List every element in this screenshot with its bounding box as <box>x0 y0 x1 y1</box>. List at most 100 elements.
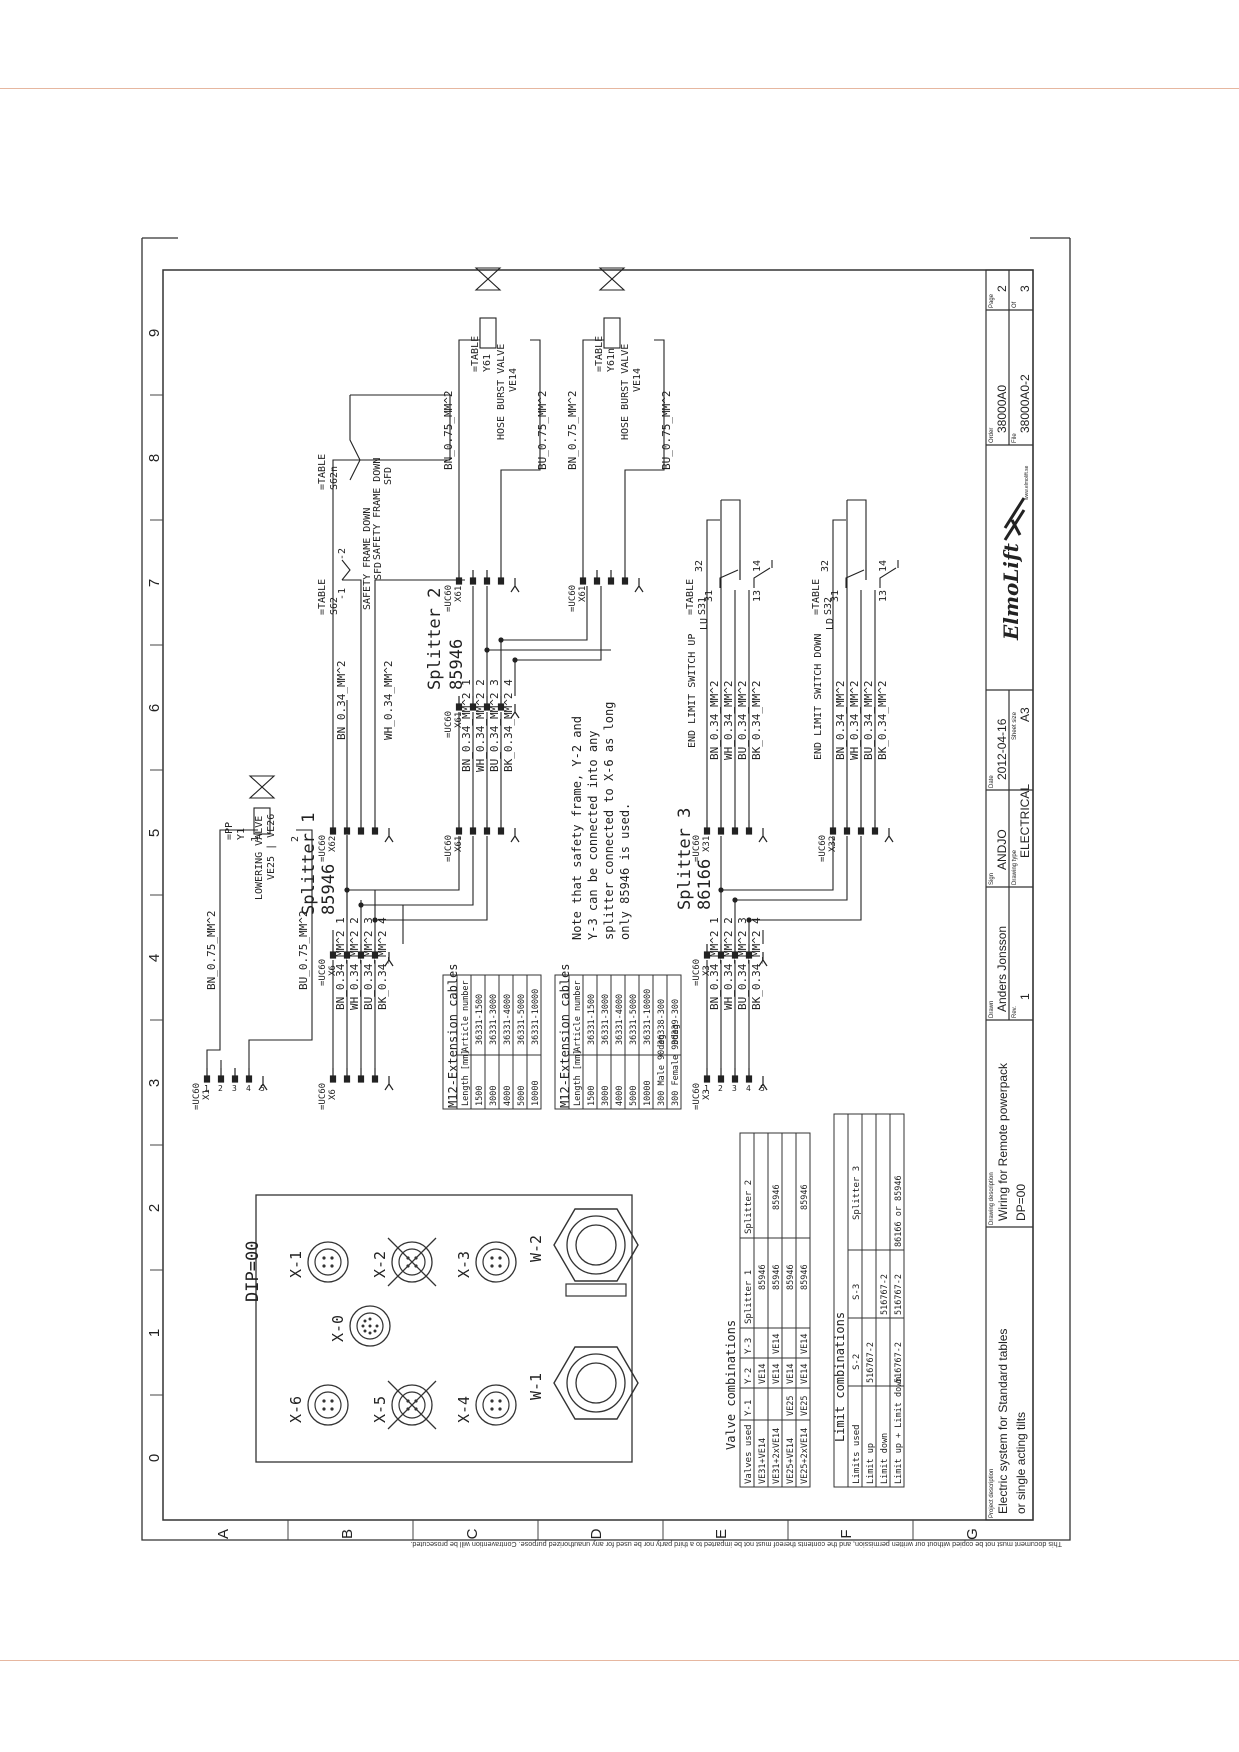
vt-r2c0: VE25+VE14 <box>786 1438 796 1484</box>
panel-title: DIP=00 <box>243 1241 263 1302</box>
wire-s31-wh: WH_0.34_MM^2 <box>722 681 735 760</box>
tag-x61c-id: =UC60 <box>444 585 454 612</box>
note-line-2: Y-3 can be connected into any <box>586 730 600 940</box>
ext1-title: M12-Extension cables <box>446 964 460 1109</box>
vt-r1c0: VE31+2xVE14 <box>772 1428 782 1484</box>
wire-bn075-y61: BN_0.75_MM^2 <box>442 391 455 470</box>
tag-x61d-id: =UC60 <box>568 585 578 612</box>
s62n-ref: S62n <box>329 466 340 490</box>
wire-s32-bn: BN_0.34_MM^2 <box>834 681 847 760</box>
wire-s31-bu: BU_0.34_MM^2 <box>736 681 749 760</box>
wire-wh034-s62: WH_0.34_MM^2 <box>382 661 395 740</box>
limit-table-rows: Limit up 516767-2 Limit down 516767-2 Li… <box>866 1175 904 1484</box>
lt-r2c1: 516767-2 <box>894 1342 904 1383</box>
wire-bn075-y61n: BN_0.75_MM^2 <box>566 391 579 470</box>
ext1-r2c0: 4000 <box>503 1086 513 1106</box>
ext2-r4c1: 36331-10000 <box>643 989 653 1045</box>
s62-m1: -1 <box>337 588 348 600</box>
socket-x2-label: X-2 <box>371 1251 389 1278</box>
lt-h2: S-3 <box>852 1284 862 1300</box>
vt-r2c4: 85946 <box>786 1264 796 1290</box>
gland-w2 <box>553 1208 639 1282</box>
socket-x5-label: X-5 <box>371 1396 389 1423</box>
of-label: Of <box>1012 301 1018 308</box>
wire-x6-wh: WH_0.34_MM^2 2 <box>348 917 361 1010</box>
row-f: F <box>838 1529 855 1538</box>
wiring <box>206 317 876 1068</box>
pin-x1-3: 3 <box>232 1084 237 1093</box>
order-label: Order <box>989 428 995 443</box>
row-index: A B C D E F G <box>215 1528 981 1540</box>
limit-table-headers: Limits used S-2 S-3 Splitter 3 <box>852 1166 862 1484</box>
wire-bu075-y1: BU_0.75_MM^2 <box>297 911 310 990</box>
vt-r0c4: 85946 <box>758 1264 768 1290</box>
lt-h3: Splitter 3 <box>852 1166 862 1220</box>
col-7: 7 <box>146 579 163 587</box>
ext2-h1: Article number <box>573 980 583 1052</box>
vt-r3c3: VE14 <box>800 1334 810 1354</box>
row-ticks <box>287 1520 914 1540</box>
wire-s32-bu: BU_0.34_MM^2 <box>862 681 875 760</box>
splitter-2-number: 85946 <box>447 639 467 690</box>
tag-x62-id: =UC60 <box>318 835 328 862</box>
note-line-1: Note that safety frame, Y-2 and <box>570 716 584 940</box>
note-line-3: splitter connected to X-6 as long <box>602 702 616 940</box>
row-d: D <box>588 1528 605 1539</box>
row-g: G <box>964 1528 981 1540</box>
ext2-r3c1: 36331-5000 <box>629 994 639 1045</box>
ext2-r0c0: 1500 <box>587 1086 597 1106</box>
column-index: 0 1 2 3 4 5 6 7 8 9 <box>146 329 163 1462</box>
y1-pin-2: 2 <box>290 836 301 842</box>
s32-code: LD <box>825 618 836 630</box>
vt-r3c5: 85946 <box>800 1184 810 1210</box>
row-b: B <box>339 1529 356 1539</box>
wire-bn034-s62: BN_0.34_MM^2 <box>335 661 348 740</box>
col-6: 6 <box>146 704 163 712</box>
s62n-tag: =TABLE <box>317 454 328 490</box>
col-1: 1 <box>146 1329 163 1337</box>
ext2-r0c1: 36331-1500 <box>587 994 597 1045</box>
s62-tag: =TABLE <box>317 579 328 615</box>
wire-s31-bk: BK_0.34_MM^2 <box>750 681 763 760</box>
pin-x1-4: 4 <box>246 1084 251 1093</box>
ext1-h1: Article number <box>461 980 471 1052</box>
s31-c32: 32 <box>694 560 705 572</box>
pin-x3-2: 2 <box>718 1084 723 1093</box>
tag-x61d-port: X61 <box>578 586 588 602</box>
ext2-r2c0: 4000 <box>615 1086 625 1106</box>
lt-r1c0: Limit down <box>880 1433 890 1484</box>
page-bottom-rule <box>0 1660 1239 1661</box>
pin-x1-5: 5 <box>260 1084 265 1093</box>
limit-table-title: Limit combinations <box>833 1312 847 1442</box>
note: Note that safety frame, Y-2 and Y-3 can … <box>570 702 632 940</box>
socket-x1 <box>307 1241 349 1283</box>
lt-r2c0: Limit up + Limit down <box>894 1377 904 1484</box>
ext1-r4c0: 10000 <box>531 1080 541 1106</box>
ext1-r2c1: 36331-4000 <box>503 994 513 1045</box>
wire-x3-wh: WH_0.34_MM^2 2 <box>722 917 735 1010</box>
lt-h0: Limits used <box>852 1424 862 1484</box>
s62-m2: -2 <box>337 548 348 560</box>
ext1-r1c0: 3000 <box>489 1086 499 1106</box>
y1-code: VE25 | VE26 <box>266 814 277 880</box>
wire-s32-wh: WH_0.34_MM^2 <box>848 681 861 760</box>
row-c: C <box>464 1528 481 1539</box>
title-block: Project description Electric system for … <box>985 269 1034 1521</box>
ext1-r4c1: 36331-10000 <box>531 989 541 1045</box>
note-line-4: only 85946 is used. <box>618 803 632 940</box>
file-label: File <box>1012 433 1018 443</box>
ext1-r1c1: 36331-3000 <box>489 994 499 1045</box>
vt-h4: Splitter 1 <box>744 1270 754 1324</box>
gland-w1-label: W-1 <box>527 1373 545 1400</box>
s31-ref: S31 <box>697 597 708 615</box>
vt-h0: Valves used <box>744 1424 754 1484</box>
tag-x1-port: X1 <box>202 1089 212 1100</box>
vt-r0c2: VE14 <box>758 1364 768 1384</box>
splitter-2-name: Splitter 2 <box>425 588 445 690</box>
pin-x3-4: 4 <box>746 1084 751 1093</box>
size-label: Sheet size <box>1012 711 1018 740</box>
socket-x2-unused <box>387 1237 437 1287</box>
pin-x3-3: 3 <box>732 1084 737 1093</box>
ext1-r0c1: 36331-1500 <box>475 994 485 1045</box>
